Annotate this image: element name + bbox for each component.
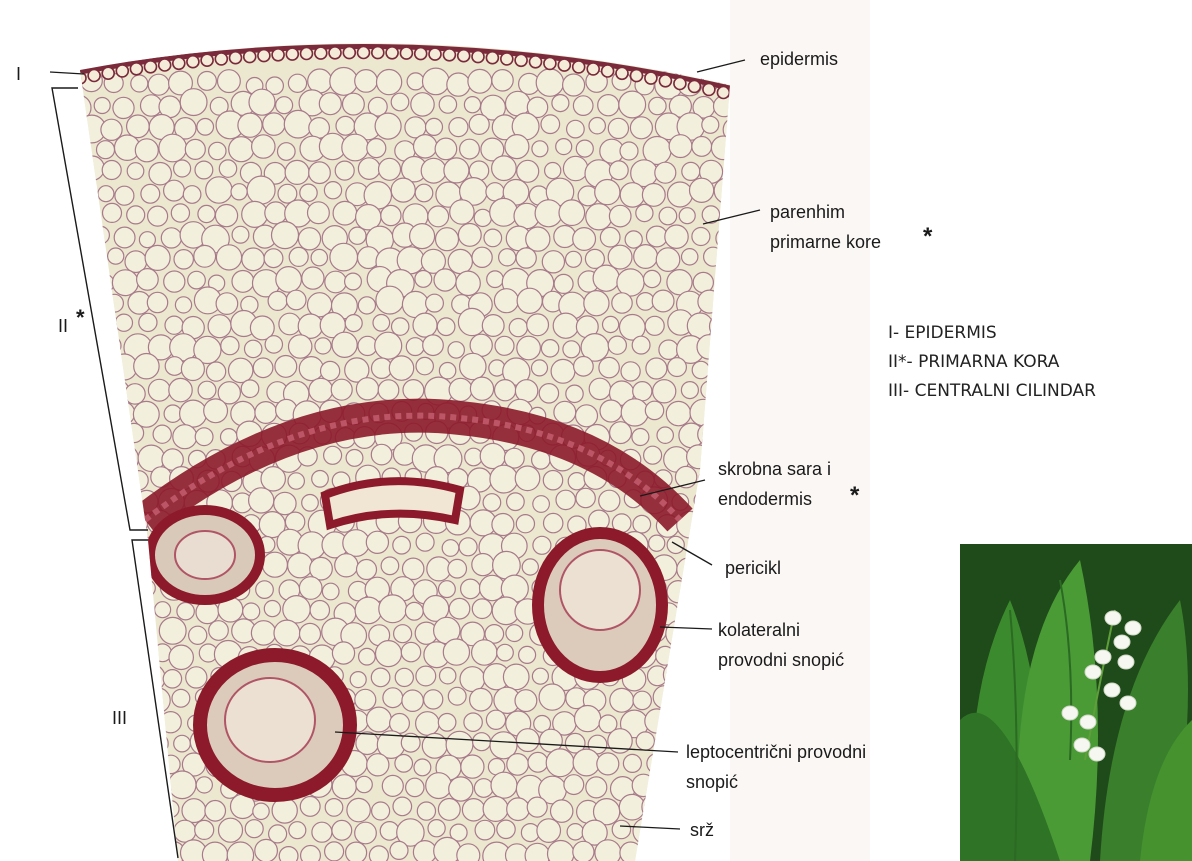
- legend-line-3: III- CENTRALNI CILINDAR: [888, 381, 1096, 401]
- lily-of-the-valley-photo: [960, 544, 1192, 861]
- callout-srz: srž: [690, 820, 714, 840]
- collateral-vascular-bundle: [538, 533, 662, 677]
- callout-skrobna-line2: endodermis: [718, 489, 812, 509]
- legend-line-1: I- EPIDERMIS: [888, 323, 997, 343]
- callout-epidermis: epidermis: [760, 49, 838, 69]
- roman-label-II-star: *: [76, 305, 85, 330]
- callout-kolateralni-line1: kolateralni: [718, 620, 800, 640]
- roman-label-III: III: [112, 708, 127, 728]
- background-plate: [730, 0, 870, 861]
- leader-I: [50, 72, 84, 74]
- callout-leptocentricni-line1: leptocentrični provodni: [686, 742, 866, 762]
- vascular-bundle-left: [150, 510, 260, 600]
- callout-pericikl: pericikl: [725, 558, 781, 578]
- micrograph-section: [66, 0, 763, 861]
- callout-parenhim-star: *: [923, 223, 933, 250]
- callout-skrobna-line1: skrobna sara i: [718, 459, 831, 479]
- roman-label-II: II: [58, 316, 68, 336]
- legend-line-2: II*- PRIMARNA KORA: [888, 352, 1060, 372]
- leptocentric-vascular-bundle: [200, 655, 350, 795]
- callout-skrobna-star: *: [850, 482, 860, 509]
- callout-leptocentricni-line2: snopić: [686, 772, 738, 792]
- callout-kolateralni-line2: provodni snopić: [718, 650, 844, 670]
- callout-parenhim-line2: primarne kore: [770, 232, 881, 252]
- roman-label-I: I: [16, 64, 21, 84]
- legend: I- EPIDERMIS II*- PRIMARNA KORA III- CEN…: [888, 323, 1096, 401]
- callout-parenhim-line1: parenhim: [770, 202, 845, 222]
